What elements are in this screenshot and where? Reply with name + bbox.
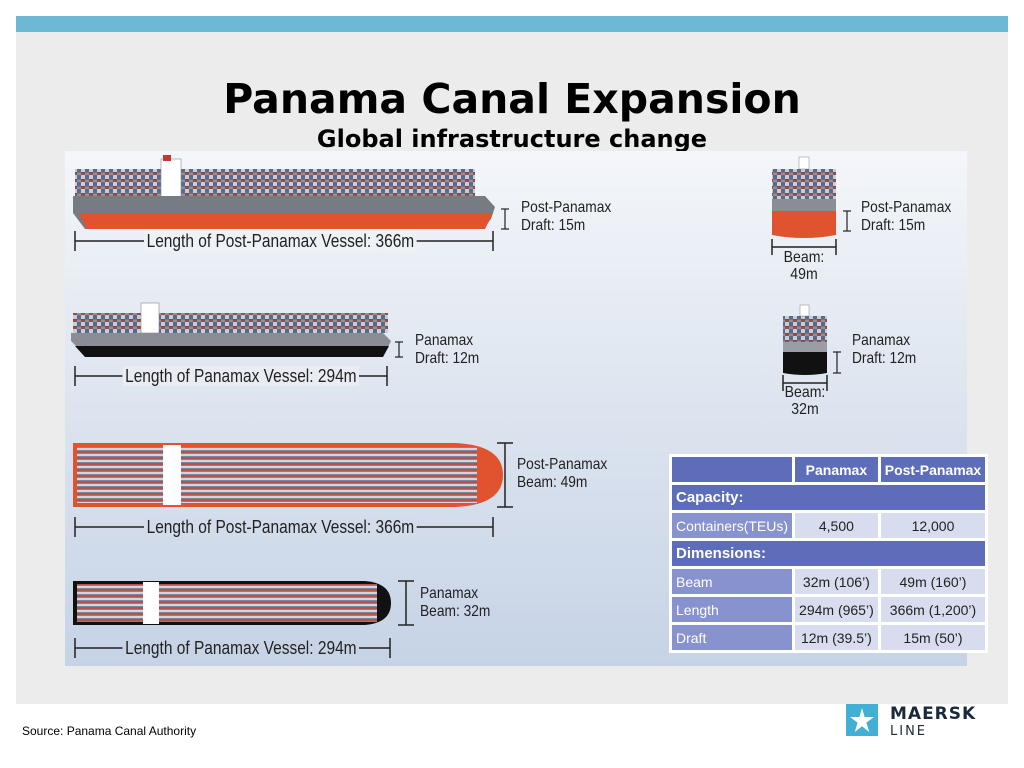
post-panamax-front-draft-label: Draft: 15m bbox=[861, 217, 926, 234]
panamax-top-view bbox=[73, 580, 414, 658]
table-header-row: Panamax Post-Panamax bbox=[672, 457, 986, 482]
ship-comparison-diagram: Length of Post-Panamax Vessel: 366m Post… bbox=[65, 151, 989, 666]
table-row: Draft 12m (39.5’) 15m (50’) bbox=[672, 625, 986, 650]
post-panamax-top-length-label: Length of Post-Panamax Vessel: 366m bbox=[144, 517, 417, 538]
panamax-front-view bbox=[782, 304, 841, 391]
top-accent-bar bbox=[16, 16, 1008, 32]
slide-subtitle: Global infrastructure change bbox=[316, 125, 708, 153]
panamax-front-beam-value: 32m bbox=[791, 401, 819, 418]
cell-panamax-beam: 32m (106’) bbox=[795, 569, 878, 594]
table-row: Length 294m (965’) 366m (1,200’) bbox=[672, 597, 986, 622]
table-row: Beam 32m (106’) 49m (160’) bbox=[672, 569, 986, 594]
panamax-front-beam-label: Beam: bbox=[784, 384, 826, 401]
ship-drawings bbox=[71, 155, 851, 658]
panamax-front-draft-label: Draft: 12m bbox=[852, 350, 917, 367]
post-panamax-length-label: Length of Post-Panamax Vessel: 366m bbox=[144, 231, 417, 252]
post-panamax-front-view bbox=[771, 156, 851, 255]
cell-post-containers: 12,000 bbox=[880, 513, 986, 538]
panamax-side-class-label: Panamax bbox=[415, 332, 474, 349]
post-panamax-side-class-label: Post-Panamax bbox=[521, 199, 612, 216]
cell-panamax-containers: 4,500 bbox=[795, 513, 878, 538]
post-panamax-front-beam-value: 49m bbox=[790, 266, 818, 283]
post-panamax-top-class-label: Post-Panamax bbox=[517, 456, 608, 473]
col-header-panamax: Panamax bbox=[795, 457, 878, 482]
panamax-beam-label: Beam: 32m bbox=[420, 603, 491, 620]
post-panamax-draft-label: Draft: 15m bbox=[521, 217, 586, 234]
specs-table: Panamax Post-Panamax Capacity: Container… bbox=[669, 454, 989, 653]
logo-subtext: LINE bbox=[890, 724, 928, 739]
table-section-row: Dimensions: bbox=[672, 541, 986, 566]
post-panamax-beam-label: Beam: 49m bbox=[517, 474, 588, 491]
panamax-top-class-label: Panamax bbox=[420, 585, 479, 602]
col-header-post-panamax: Post-Panamax bbox=[880, 457, 986, 482]
panamax-draft-label: Draft: 12m bbox=[415, 350, 480, 367]
logo-wordmark: MAERSK bbox=[890, 704, 977, 724]
panamax-top-length-label: Length of Panamax Vessel: 294m bbox=[122, 638, 360, 659]
row-label-beam: Beam bbox=[672, 569, 793, 594]
cell-panamax-length: 294m (965’) bbox=[795, 597, 878, 622]
slide-title: Panama Canal Expansion bbox=[223, 75, 801, 123]
source-note: Source: Panama Canal Authority bbox=[22, 724, 197, 738]
section-capacity: Capacity: bbox=[672, 485, 986, 510]
post-panamax-top-view bbox=[73, 442, 513, 537]
row-label-containers: Containers(TEUs) bbox=[672, 513, 793, 538]
table-row: Containers(TEUs) 4,500 12,000 bbox=[672, 513, 986, 538]
cell-post-beam: 49m (160’) bbox=[880, 569, 986, 594]
table-section-row: Capacity: bbox=[672, 485, 986, 510]
section-dimensions: Dimensions: bbox=[672, 541, 986, 566]
cell-post-draft: 15m (50’) bbox=[880, 625, 986, 650]
row-label-draft: Draft bbox=[672, 625, 793, 650]
post-panamax-front-class-label: Post-Panamax bbox=[861, 199, 952, 216]
slide: Panama Canal Expansion Global infrastruc… bbox=[16, 16, 1008, 704]
maersk-line-logo: MAERSK LINE bbox=[846, 704, 996, 744]
row-label-length: Length bbox=[672, 597, 793, 622]
post-panamax-front-beam-label: Beam: bbox=[783, 249, 825, 266]
cell-post-length: 366m (1,200’) bbox=[880, 597, 986, 622]
cell-panamax-draft: 12m (39.5’) bbox=[795, 625, 878, 650]
panamax-front-class-label: Panamax bbox=[852, 332, 911, 349]
panamax-length-label: Length of Panamax Vessel: 294m bbox=[122, 366, 360, 387]
table-corner-cell bbox=[672, 457, 793, 482]
star-icon bbox=[846, 704, 878, 736]
